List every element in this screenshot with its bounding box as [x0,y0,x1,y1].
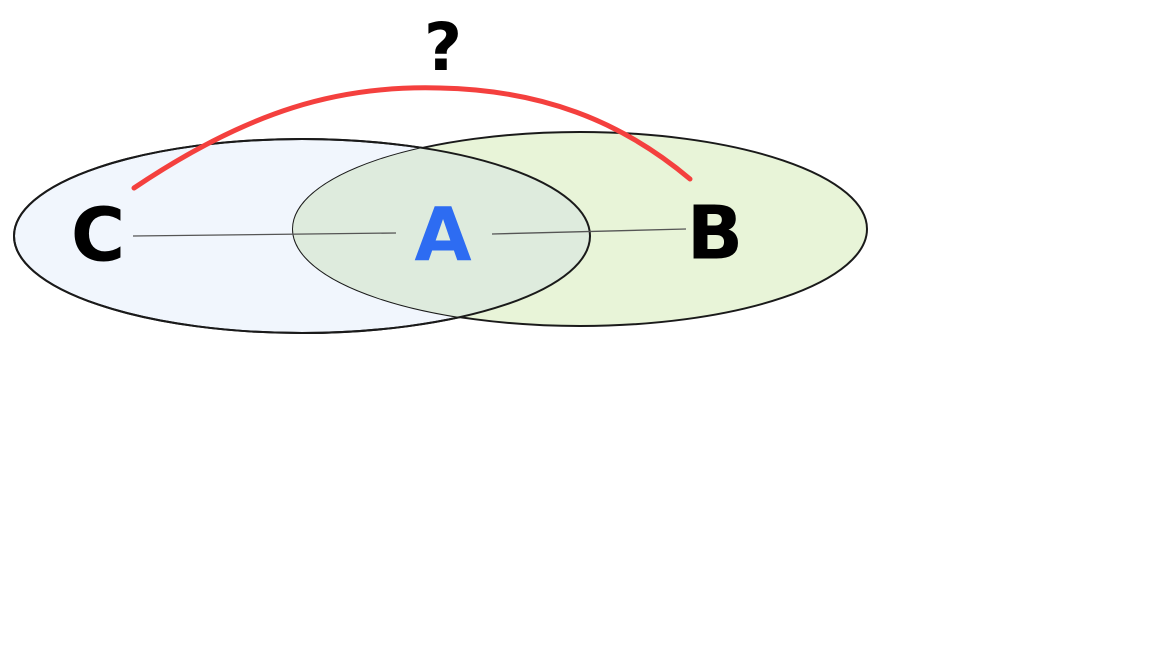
node-a-label: A [414,193,471,279]
unknown-relation-arc [131,85,693,191]
set-c-outline [13,138,591,334]
node-c-label: C [71,193,125,279]
unknown-relation-label: ? [424,9,462,86]
node-b-label: B [687,191,743,277]
link-a-b [491,228,687,235]
overlap-region [293,139,590,326]
link-c-a [132,232,397,237]
